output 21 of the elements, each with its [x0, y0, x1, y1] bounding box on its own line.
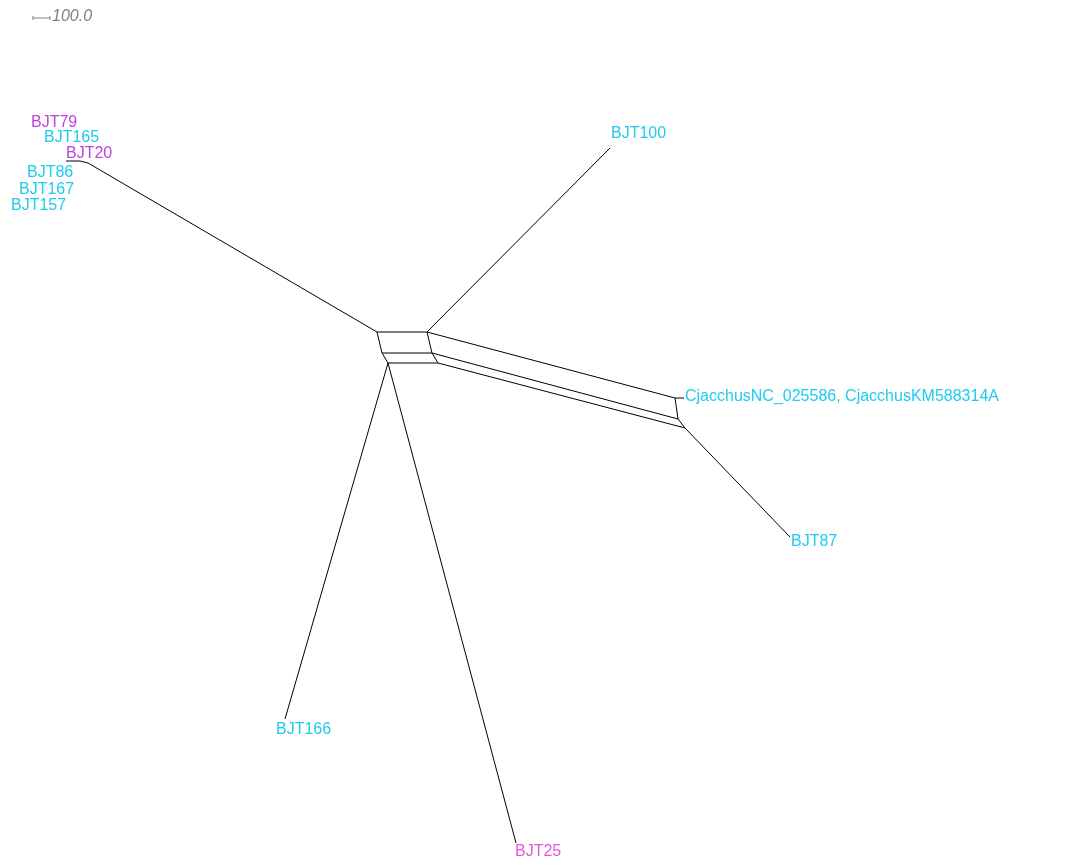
branch-line	[684, 427, 791, 538]
taxon-label: BJT86	[27, 163, 74, 181]
split-network-mesh	[674, 397, 686, 429]
taxon-label: BJT87	[791, 532, 838, 550]
taxon-label: BJT25	[515, 842, 562, 860]
branch-line	[65, 160, 378, 333]
branch-line	[387, 362, 517, 844]
branch-line	[426, 331, 686, 429]
taxon-label: BJT166	[276, 720, 332, 738]
taxon-label: CjacchusNC_025586, CjacchusKM588314A	[685, 387, 999, 405]
branch-line	[674, 397, 685, 399]
taxon-label: BJT79	[31, 113, 78, 131]
taxon-label: BJT157	[11, 196, 67, 214]
taxon-label: BJT167	[19, 180, 75, 198]
split-network-mesh	[376, 331, 439, 364]
taxon-label: BJT20	[66, 144, 113, 162]
taxon-label: BJT100	[611, 124, 667, 142]
branch-line	[284, 362, 389, 720]
branch-line	[426, 147, 611, 333]
scale-value: 100.0	[52, 7, 93, 25]
taxon-label: BJT165	[44, 128, 100, 146]
